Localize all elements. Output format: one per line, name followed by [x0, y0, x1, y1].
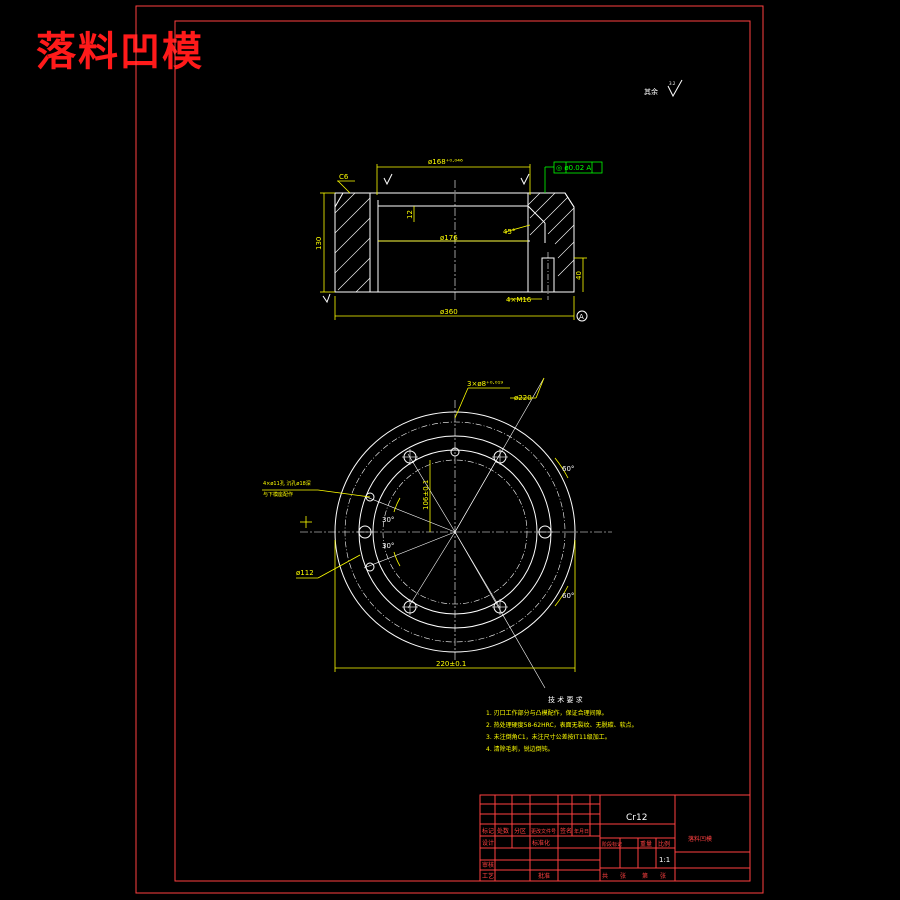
designer-label: 设计 — [482, 839, 494, 847]
tech-item-1: 1. 刃口工作部分与凸模配作，保证合理间隙。 — [486, 709, 608, 717]
drawing-title: 落料凹模 — [36, 28, 204, 75]
row-label-zone: 分区 — [514, 827, 526, 835]
thread-label: 4×M16 — [506, 296, 532, 304]
tech-requirements: 技 术 要 求 1. 刃口工作部分与凸模配作，保证合理间隙。 2. 热处理硬度5… — [486, 695, 638, 753]
pin-holes-label: 3×ø8⁺⁰·⁰¹⁹ — [467, 380, 503, 388]
review-label: 审核 — [482, 861, 494, 869]
part-name-label: 落料凹模 — [688, 835, 712, 843]
bolt-note-line2: 与下模座配作 — [263, 491, 293, 498]
surface-note-text: 其余 — [644, 87, 658, 96]
tech-item-4: 4. 清除毛刺，锐边倒钝。 — [486, 745, 554, 753]
pcd-outer-label: ø220 — [514, 394, 532, 402]
angle-left-bottom-label: 30° — [382, 542, 394, 550]
scale-value: 1:1 — [659, 856, 670, 864]
surface-roughness-note: 其余 3.2 — [644, 79, 683, 98]
inner-dim-label: ø176 — [440, 234, 458, 242]
scale-header-label: 比例 — [658, 840, 670, 848]
tech-heading: 技 术 要 求 — [548, 695, 583, 704]
outer-dim-label: ø360 — [440, 308, 458, 316]
svg-text:3.2: 3.2 — [669, 81, 676, 86]
sheet-number-label: 第 — [642, 872, 648, 880]
outer-frame — [135, 5, 764, 894]
row-label-mark: 标记 — [482, 827, 494, 835]
chamfer-label: C6 — [339, 173, 349, 181]
inner-frame — [174, 20, 751, 882]
angle-left-top-label: 30° — [382, 516, 394, 524]
row-label-date: 年月日 — [574, 828, 589, 835]
title-block: 标记 处数 分区 更改文件号 签名 年月日 设计 标准化 审核 工艺 批准 Cr… — [479, 794, 751, 882]
tolerance-frame: ◎ ø0.02 A — [544, 161, 603, 193]
sheet-total-label: 共 — [602, 872, 608, 880]
overall-height-label: 130 — [315, 237, 323, 250]
angle-top-label: 60° — [562, 465, 574, 473]
row-label-count: 处数 — [497, 827, 509, 835]
row-label-change-doc: 更改文件号 — [531, 828, 556, 835]
process-label: 工艺 — [482, 872, 494, 880]
stage-mark-label: 阶段标记 — [602, 841, 622, 848]
pcd-inner-label: ø112 — [296, 569, 314, 577]
sheet-unit-label-2: 张 — [660, 872, 666, 880]
datum-label: A — [579, 313, 584, 321]
bolt-note-line1: 4×ø11孔 沉孔ø18深 — [263, 480, 311, 487]
tech-item-3: 3. 未注倒角C1，未注尺寸公差按IT11级加工。 — [486, 733, 611, 741]
standardization-label: 标准化 — [532, 839, 550, 847]
tolerance-frame-text: ◎ ø0.02 A — [556, 164, 591, 172]
row-label-sign: 签名 — [560, 827, 572, 835]
angle-label: 45° — [503, 228, 515, 236]
outer-dim-label-plan: 220±0.1 — [436, 660, 466, 668]
bore-dim-label: ø168⁺⁰·⁰⁴⁶ — [428, 158, 463, 166]
weight-label: 重量 — [640, 840, 652, 848]
angle-bottom-label: 60° — [562, 592, 574, 600]
plan-view: 3×ø8⁺⁰·⁰¹⁹ ø220 4×ø11孔 沉孔ø18深 与下模座配作 106… — [262, 377, 612, 689]
approve-label: 批准 — [538, 872, 550, 880]
material-label: Cr12 — [626, 813, 647, 823]
inner-bore-dim-label: 106±0.1 — [422, 480, 430, 510]
hole-depth-label: 40 — [575, 271, 583, 280]
section-view: C6 ø168⁺⁰·⁰⁴⁶ 12 ø176 45° 130 40 4×M16 ø… — [315, 158, 603, 322]
sheet-unit-label-1: 张 — [620, 872, 626, 880]
tech-item-2: 2. 热处理硬度58-62HRC，表面无裂纹、无脱碳、软点。 — [486, 721, 638, 729]
height-dim-label: 12 — [406, 210, 414, 219]
